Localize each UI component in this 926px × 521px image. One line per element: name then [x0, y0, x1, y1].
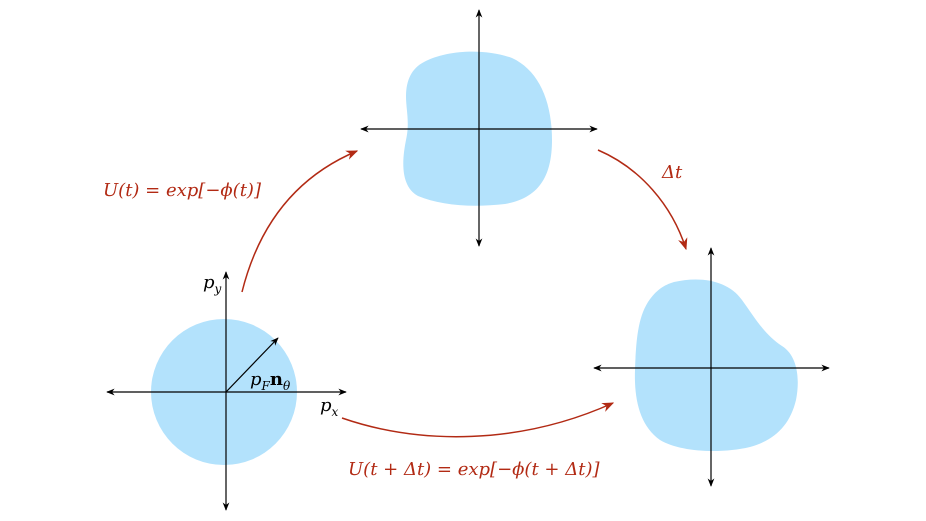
py-label: py	[203, 272, 222, 296]
evolution-arrow-delta-t	[597, 149, 688, 251]
px-label: px	[320, 395, 339, 419]
initial-fermi-circle-group: py px pFnθ	[106, 271, 347, 511]
deformed-blob-t-dt	[634, 279, 798, 452]
deformed-state-t-group	[360, 9, 598, 247]
fermi-vector	[225, 337, 279, 393]
fermi-vector-label: pFnθ	[250, 369, 291, 393]
evolution-arrow-u-t-dt	[341, 402, 615, 438]
deformed-state-t-dt-group	[593, 247, 830, 487]
delta-t-label: Δt	[661, 162, 683, 183]
evolution-arrow-u-t	[241, 150, 359, 293]
u-t-dt-label: U(t + Δt) = exp[−ϕ(t + Δt)]	[348, 459, 600, 480]
u-t-label: U(t) = exp[−ϕ(t)]	[103, 180, 262, 201]
